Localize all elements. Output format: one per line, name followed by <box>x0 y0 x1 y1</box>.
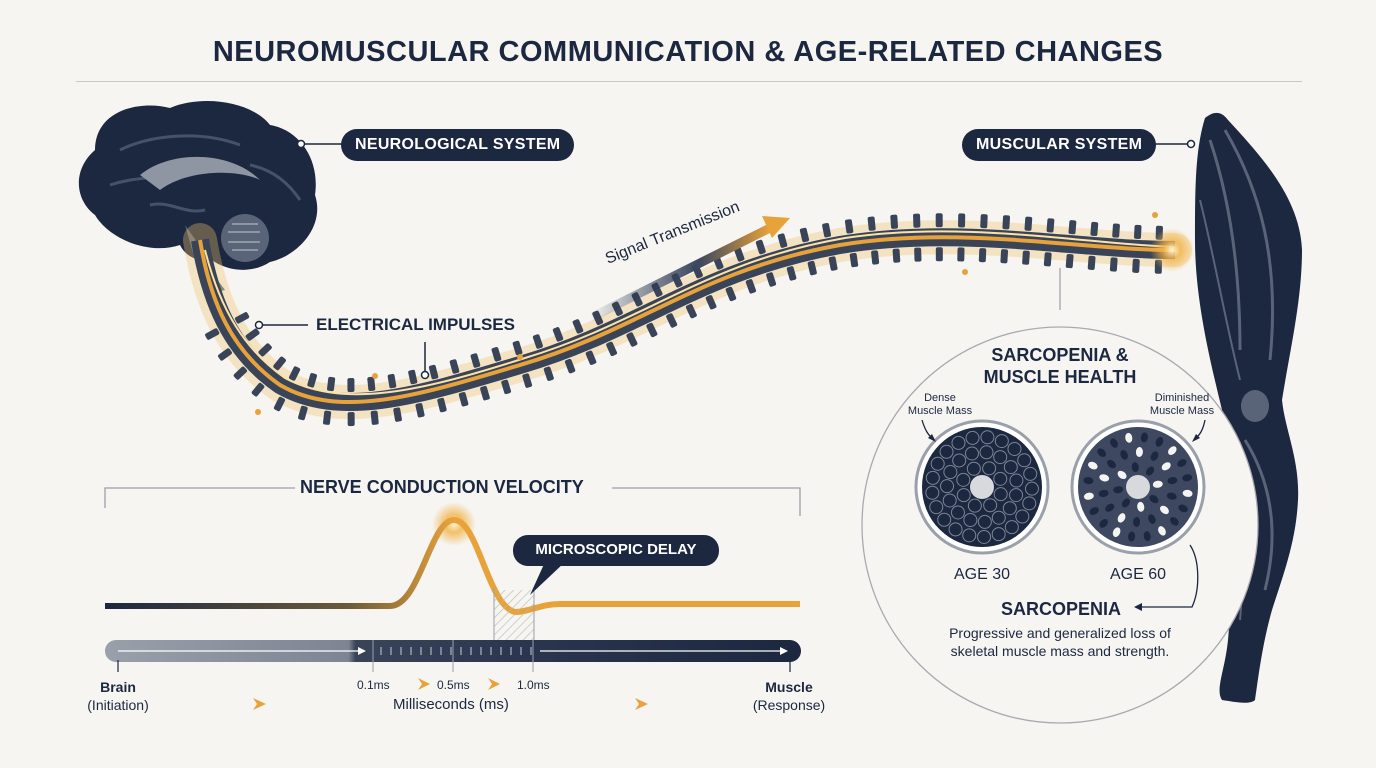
nerve-signal-path <box>198 235 1176 405</box>
ncv-title: NERVE CONDUCTION VELOCITY <box>300 477 584 497</box>
signal-endpoint-glow <box>1150 228 1194 272</box>
signal-arrow <box>587 223 773 323</box>
electrical-impulses-label: ELECTRICAL IMPULSES <box>316 315 515 334</box>
definition-line2: skeletal muscle mass and strength. <box>950 643 1170 659</box>
signal-arrow-head <box>762 216 790 238</box>
end-label: Muscle <box>765 679 813 695</box>
end-sublabel: (Response) <box>752 697 826 713</box>
dense-label-line1: Dense <box>924 392 956 404</box>
delay-callout-box <box>513 535 719 566</box>
dense-label-line2: Muscle Mass <box>907 405 973 417</box>
axis-label: Milliseconds (ms) <box>393 696 509 713</box>
tick-label-0-5ms: 0.5ms <box>437 678 470 692</box>
microscopic-delay-label: MICROSCOPIC DELAY <box>535 541 697 558</box>
neurological-system-label: NEUROLOGICAL SYSTEM <box>341 129 575 161</box>
age-old-label: AGE 60 <box>1109 566 1167 583</box>
page-title: NEUROMUSCULAR COMMUNICATION & AGE-RELATE… <box>212 36 1164 68</box>
start-sublabel: (Initiation) <box>87 697 149 713</box>
title-divider <box>76 81 1302 82</box>
muscular-system-label: MUSCULAR SYSTEM <box>962 129 1157 161</box>
tick-label-1-0ms: 1.0ms <box>517 678 550 692</box>
sarcopenia-term: SARCOPENIA <box>1001 599 1122 619</box>
leg-illustration <box>1195 112 1302 703</box>
diminished-muscle-cross-section <box>1070 419 1206 555</box>
diminished-label-line1: Diminished <box>1154 392 1210 404</box>
definition-line1: Progressive and generalized loss of <box>949 625 1171 641</box>
sarcopenia-heading-line2: MUSCLE HEALTH <box>983 367 1137 387</box>
diminished-label-line2: Muscle Mass <box>1149 405 1215 417</box>
tick-label-0-1ms: 0.1ms <box>357 678 390 692</box>
sarcopenia-heading-line1: SARCOPENIA & <box>991 345 1129 365</box>
start-label: Brain <box>100 679 136 695</box>
dense-muscle-cross-section <box>914 419 1050 555</box>
age-young-label: AGE 30 <box>953 566 1011 583</box>
